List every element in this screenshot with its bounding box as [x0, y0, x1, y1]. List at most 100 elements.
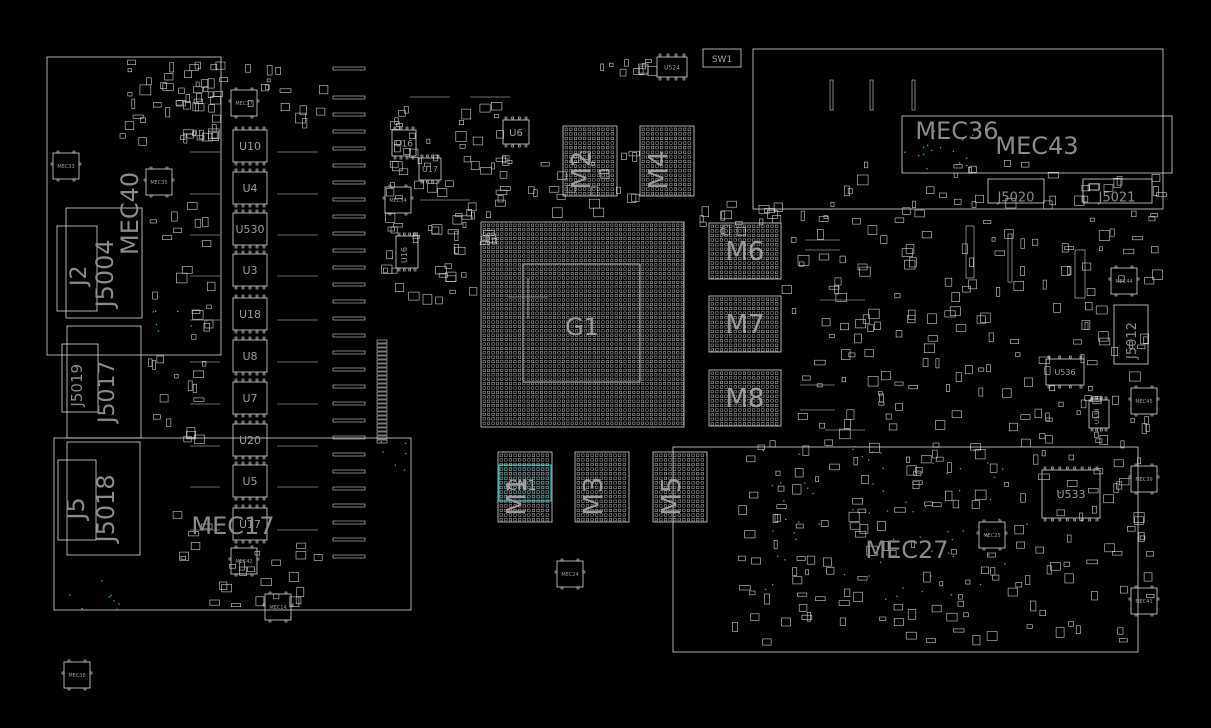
mark-mec35-label: MEC35 — [150, 180, 167, 186]
chip-u536-label: U536 — [1054, 368, 1075, 377]
mark-mec35-ticks — [143, 166, 175, 198]
memory-m2-outline — [562, 125, 618, 197]
memory-m1-balls — [499, 453, 549, 522]
memory-m8-outline — [708, 369, 782, 427]
chip-u3 — [232, 253, 268, 287]
mark-mec14-label: MEC14 — [269, 605, 286, 611]
chip-u534-label: U534 — [1094, 408, 1101, 424]
chip-u6-label: U6 — [509, 128, 523, 139]
connector-outline-j5004 — [65, 207, 143, 319]
teal-dots-lower-right — [762, 446, 1061, 600]
mark-mec44-ticks — [1108, 265, 1140, 297]
shield-mec17-outline — [53, 437, 412, 611]
memory-m2-label: M2 — [567, 151, 597, 190]
switch-sw1-label: SW1 — [712, 55, 732, 65]
chip-u533-pads — [1043, 466, 1099, 522]
shield-mec40-outline — [46, 56, 222, 356]
memory-m7-balls — [710, 297, 779, 352]
mark-mec44-label: MEC44 — [1115, 279, 1132, 285]
mark-mec45-label: MEC45 — [1135, 399, 1152, 405]
top-mid-parts — [490, 150, 640, 218]
left-top-parts — [245, 64, 329, 129]
mark-mec34 — [384, 186, 412, 214]
connector-outline-j2 — [56, 225, 98, 312]
shield-mec27-outline — [672, 446, 1139, 653]
chip-u17 — [232, 507, 268, 541]
chip-u536 — [1045, 358, 1085, 386]
right-lower-cluster — [732, 440, 1155, 646]
connector-cn1-highlight — [498, 464, 552, 502]
connector-outline-j5017 — [66, 325, 142, 439]
mark-mec25-ticks — [976, 519, 1008, 551]
connector-outline-j5018 — [66, 441, 141, 556]
mark-mec37-ticks — [228, 87, 260, 119]
memory-m1-label: M1 — [502, 477, 532, 516]
memory-m6-balls — [710, 224, 779, 279]
chip-u20-pads — [234, 420, 266, 460]
connector-j5004-label: J5004 — [91, 239, 119, 309]
mark-mec39-ticks — [1128, 463, 1160, 495]
connector-j5018-label: J5018 — [92, 474, 120, 544]
memory-m5-balls — [654, 453, 704, 522]
connector-j5012-label: J5012 — [1125, 322, 1140, 360]
mark-mec42-ticks — [228, 545, 260, 577]
mark-mec37-label: MEC37 — [235, 101, 252, 107]
chip-u16-mid-pads — [397, 232, 417, 272]
mark-mec34-ticks — [382, 184, 414, 216]
connector-outline-j5 — [57, 459, 97, 541]
teal-dots-mec17 — [380, 441, 407, 471]
mark-mec34-label: MEC34 — [389, 198, 406, 204]
chip-u16-mid — [395, 235, 419, 269]
memory-m2-balls — [564, 127, 614, 196]
mark-mec33 — [52, 152, 80, 180]
mark-mec38-label: MEC38 — [68, 673, 85, 679]
shield-mec43-label: MEC43 — [995, 132, 1078, 160]
shield-mec43-outline — [901, 115, 1173, 174]
chip-u16-top-label: U16 — [395, 139, 413, 149]
mark-mec24-ticks — [554, 558, 586, 590]
connector-j5021-label: J5021 — [1098, 191, 1136, 206]
chip-u533-label: U533 — [1056, 488, 1085, 501]
gpu-g1-label: G1 — [565, 313, 599, 341]
gpu-ball-grid — [482, 223, 684, 425]
chip-u8-label: U8 — [242, 350, 257, 363]
gpu-package-outline — [480, 221, 685, 428]
mark-mec25 — [978, 521, 1006, 549]
left-top-cluster — [119, 59, 229, 146]
memory-m3-balls — [576, 453, 626, 522]
chip-u4-label: U4 — [242, 182, 257, 195]
chip-u530-label: U530 — [235, 223, 264, 236]
memory-m3-outline — [574, 451, 630, 523]
mark-mec35 — [145, 168, 173, 196]
resistor-column-fine — [376, 339, 388, 444]
chip-u17-label: U17 — [422, 165, 438, 174]
connector-outline-j5012 — [1113, 304, 1149, 365]
chip-u4-pads — [234, 168, 266, 208]
memory-m5-outline — [652, 451, 708, 523]
right-vert-part-3 — [1074, 249, 1086, 299]
connector-j5-label: J5 — [62, 497, 90, 521]
mark-mec24 — [556, 560, 584, 588]
left-bottom-parts — [179, 542, 323, 608]
chip-u8 — [232, 339, 268, 373]
chip-u524-pads — [658, 53, 686, 81]
chip-u17-pads — [234, 504, 266, 544]
memory-m3-label: M3 — [579, 477, 609, 516]
shield-mec36-outline — [752, 48, 1164, 210]
mark-mec39-label: MEC39 — [1135, 477, 1152, 483]
memory-m6-outline — [708, 222, 782, 280]
mark-mec45 — [1130, 387, 1158, 415]
top-left-cluster — [381, 102, 508, 305]
chip-u17 — [418, 157, 442, 181]
mark-mec14-ticks — [262, 591, 294, 623]
memory-m7-label: M7 — [726, 310, 765, 340]
chip-u524-label: U524 — [664, 64, 680, 71]
chip-u18-label: U18 — [239, 308, 261, 321]
chip-u7-pads — [234, 378, 266, 418]
mark-mec39 — [1130, 465, 1158, 493]
trace-top-a — [332, 66, 366, 71]
chip-u17-pads — [420, 154, 440, 184]
right-vert-part-1 — [1007, 233, 1013, 283]
